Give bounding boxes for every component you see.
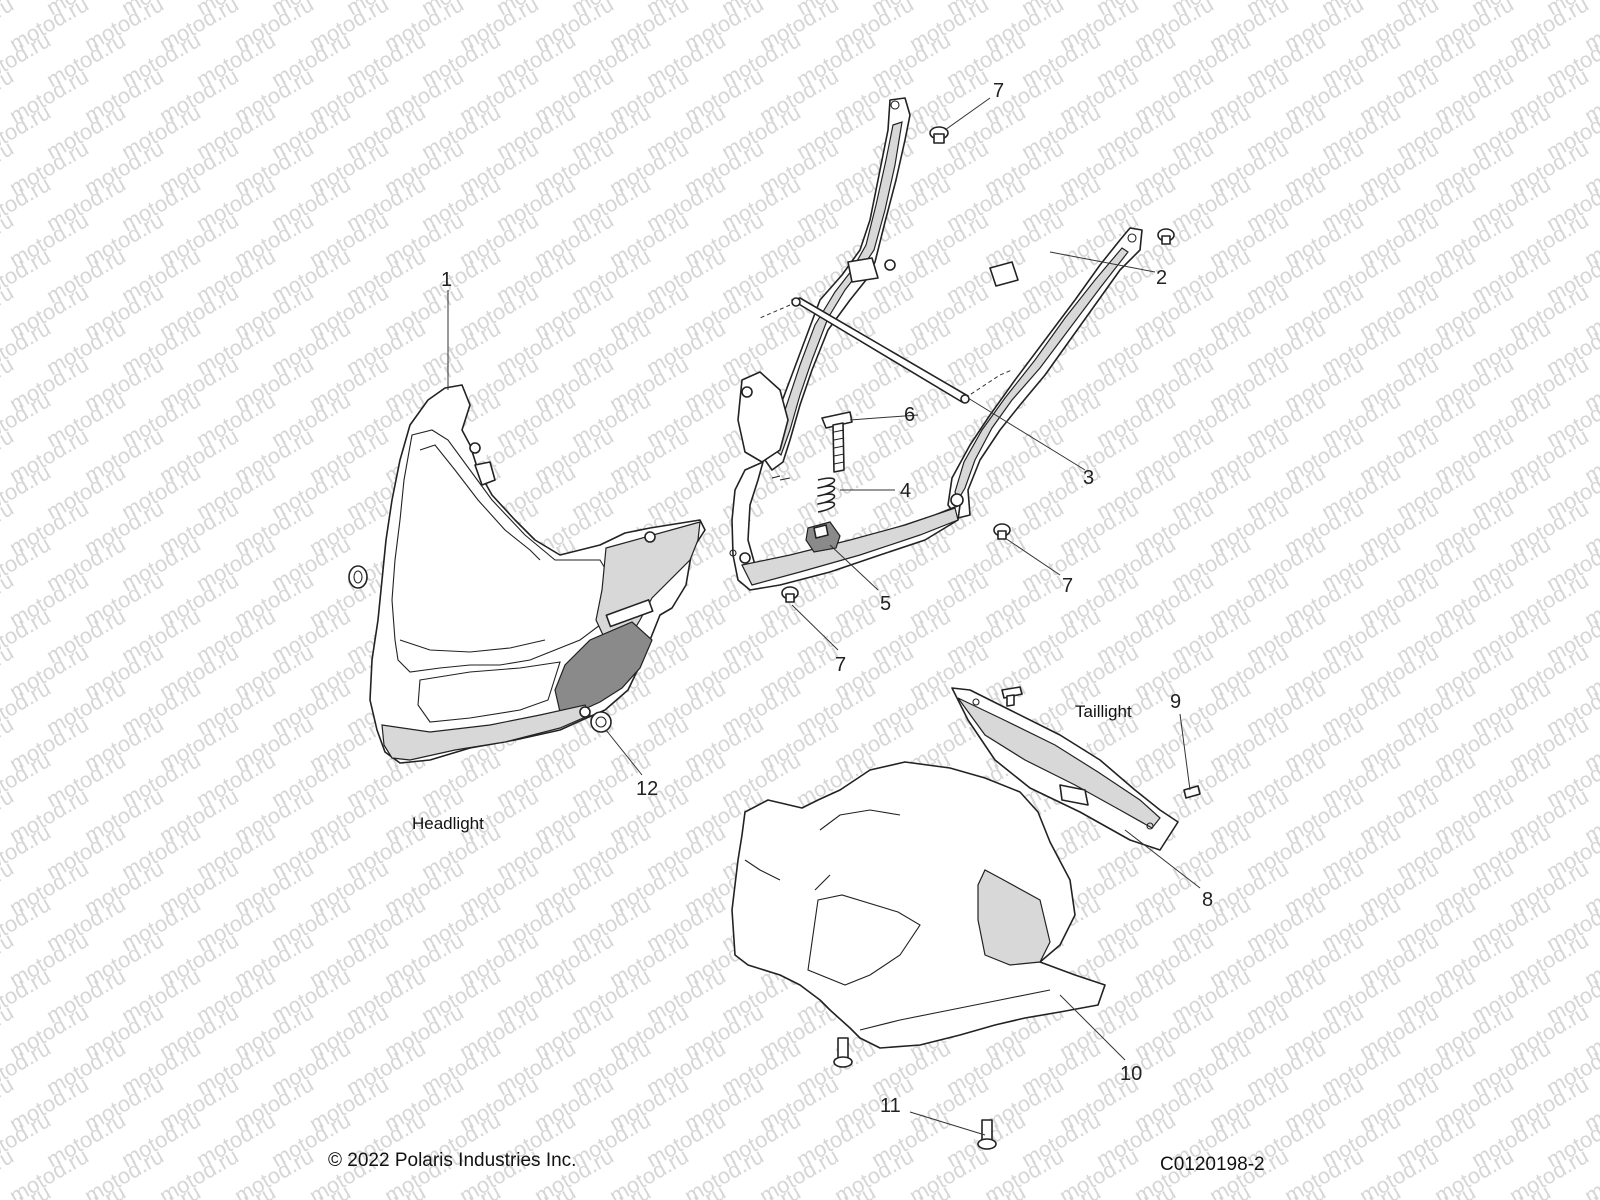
- callout-3: 3: [1083, 467, 1094, 489]
- callout-4: 4: [900, 480, 911, 502]
- callout-2: 2: [1156, 267, 1167, 289]
- callout-1: 1: [441, 269, 452, 291]
- headlight-label: Headlight: [412, 814, 484, 833]
- diagram-code: C0120198-2: [1160, 1154, 1265, 1175]
- grommet-right: [590, 711, 612, 733]
- callout-12: 12: [636, 778, 658, 800]
- callout-7-lower: 7: [835, 654, 846, 676]
- callout-7-top: 7: [993, 80, 1004, 102]
- grommet-left: [348, 565, 368, 589]
- callout-7-right: 7: [1062, 575, 1073, 597]
- callout-5: 5: [880, 593, 891, 615]
- callout-11: 11: [880, 1095, 901, 1117]
- spring: [817, 477, 836, 513]
- callout-8: 8: [1202, 889, 1213, 911]
- grommet-pin: [579, 706, 591, 718]
- taillight-label: Taillight: [1075, 702, 1132, 721]
- callout-6: 6: [904, 404, 915, 426]
- copyright-text: © 2022 Polaris Industries Inc.: [328, 1150, 576, 1171]
- callout-9: 9: [1170, 691, 1181, 713]
- callout-10: 10: [1120, 1063, 1142, 1085]
